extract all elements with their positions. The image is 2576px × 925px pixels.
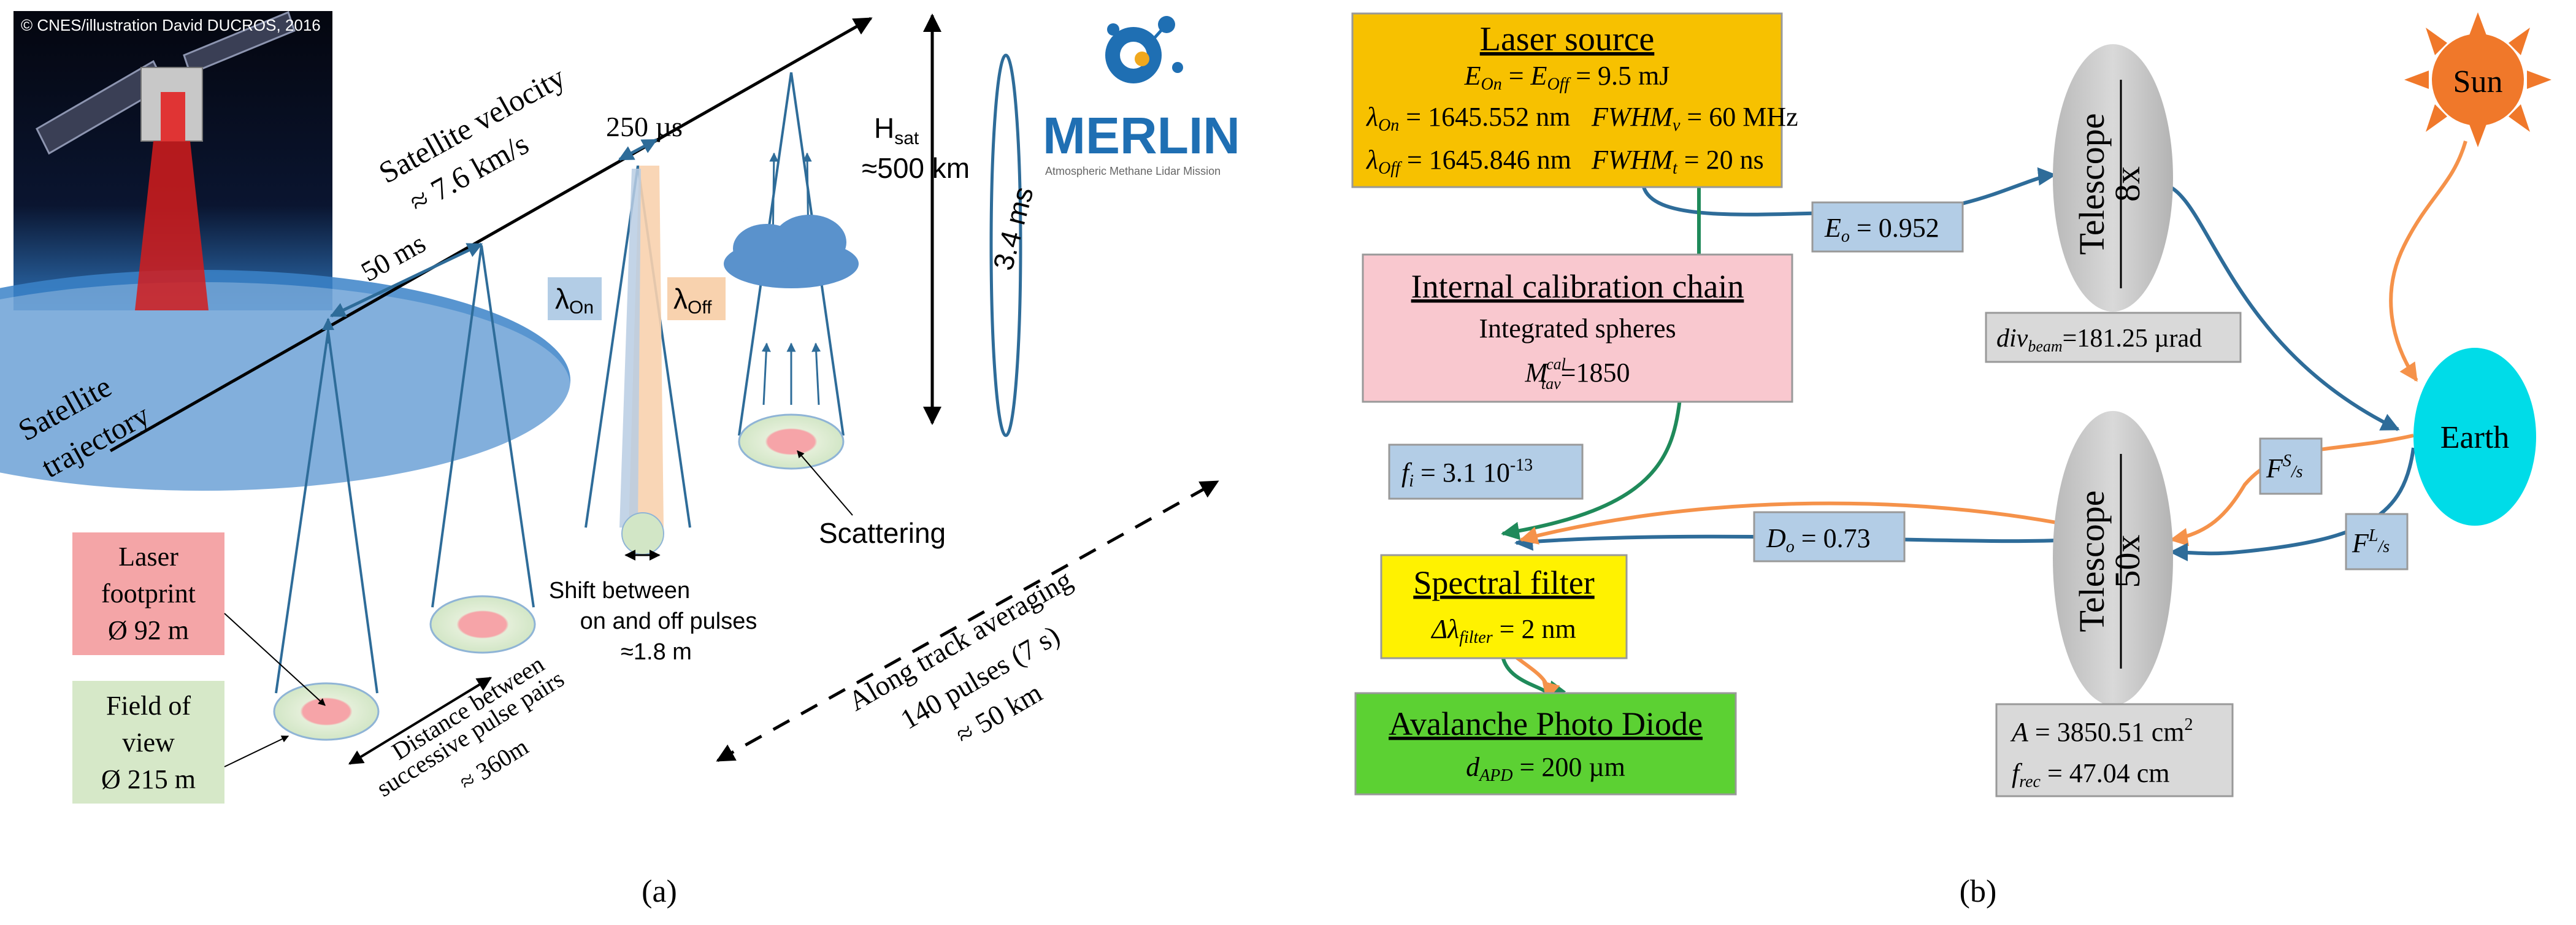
telescope-8x-mag: 8x	[2107, 166, 2147, 202]
laser-source-box	[1351, 12, 1783, 188]
cloud-icon	[724, 215, 859, 288]
filter-value: Δλfilter = 2 nm	[1430, 614, 1576, 647]
div-beam-label: divbeam=181.25 µrad	[1996, 324, 2202, 355]
scattering-label: Scattering	[819, 517, 946, 549]
footprint-line-2: footprint	[101, 578, 196, 608]
cone-4	[724, 72, 859, 470]
shift-line-2: on and off pulses	[580, 608, 757, 634]
panel-a-label: (a)	[642, 874, 677, 909]
interval-250us-arrow	[618, 138, 658, 161]
footprint-line-3: Ø 92 m	[108, 615, 189, 645]
interval-250us: 250 µs	[606, 111, 683, 142]
laser-energy: EOn = EOff = 9.5 mJ	[1464, 61, 1670, 94]
filter-title: Spectral filter	[1413, 564, 1594, 601]
telescope-8x-label: Telescope	[2072, 113, 2112, 255]
lambda-on-box	[548, 277, 602, 320]
fl-label: FL/s	[2352, 526, 2390, 558]
logo-subtitle: Atmospheric Methane Lidar Mission	[1045, 165, 1221, 177]
lambda-off-box	[667, 277, 726, 320]
do-box	[1753, 511, 1906, 562]
sun-label: Sun	[2453, 64, 2503, 99]
on-pulse-beam	[619, 169, 641, 528]
apd-box	[1354, 692, 1737, 796]
hsat-value: ≈500 km	[862, 152, 970, 184]
shift-line-3: ≈1.8 m	[621, 639, 692, 665]
footprint-ellipse-2	[429, 595, 536, 654]
panel-a: © CNES/illustration David DUCROS, 2016 M…	[0, 11, 1240, 909]
logo-text: MERLIN	[1043, 107, 1240, 164]
earth-lidar-return-arrow	[2169, 447, 2415, 562]
delay-label: 3.4 ms	[987, 183, 1040, 274]
delay-loop	[989, 53, 1022, 437]
telescope-50x-label: Telescope	[2072, 490, 2112, 632]
eo-label: Eo = 0.952	[1824, 213, 1939, 246]
telescope-50x	[2053, 411, 2173, 705]
fov-line-2: view	[122, 727, 175, 758]
photo-credit: © CNES/illustration David DUCROS, 2016	[21, 16, 321, 34]
calibration-box	[1362, 253, 1793, 403]
interval-50ms: 50 ms	[356, 227, 431, 288]
cone-3	[585, 165, 691, 561]
distance-arrow	[348, 677, 493, 765]
panel-b-label: (b)	[1960, 874, 1997, 909]
calibration-line: Integrated spheres	[1479, 313, 1676, 344]
do-label: Do = 0.73	[1766, 523, 1871, 556]
div-beam-box	[1985, 312, 2242, 363]
footprint-ellipse-4	[738, 413, 845, 470]
calib-to-filter-arrow	[1501, 392, 1682, 540]
apd-value: dAPD = 200 µm	[1466, 752, 1625, 785]
trajectory-line	[109, 17, 873, 453]
telescope-50x-mag: 50x	[2107, 535, 2147, 588]
fov-line-3: Ø 215 m	[101, 764, 196, 794]
laser-off-wavelength: λOff = 1645.846 nm	[1365, 145, 1571, 178]
hsat-label: Hsat	[874, 112, 919, 148]
lambda-off: λOff	[673, 283, 712, 318]
earth-label: Earth	[2440, 420, 2510, 455]
fov-box	[72, 681, 224, 804]
earth-solar-return-arrow	[2169, 434, 2414, 547]
fs-box	[2259, 437, 2323, 495]
eo-box	[1811, 201, 1964, 253]
fl-box	[2345, 513, 2409, 570]
solar-to-filter-arrow	[1519, 501, 2083, 545]
fs-label: FS/s	[2266, 451, 2303, 483]
cone-2	[429, 245, 536, 654]
spectral-filter-box	[1380, 554, 1628, 659]
fov-line-1: Field of	[106, 691, 191, 721]
panel-b: Laser source EOn = EOff = 9.5 mJ λOn = 1…	[1351, 12, 2551, 909]
footprint-line-1: Laser	[118, 542, 178, 572]
calibration-title: Internal calibration chain	[1411, 268, 1744, 305]
receiver-box	[1995, 703, 2234, 797]
telescope-to-earth-arrow	[2158, 182, 2400, 431]
laser-on-wavelength: λOn = 1645.552 nm	[1365, 102, 1570, 135]
merlin-logo: MERLIN Atmospheric Methane Lidar Mission	[1043, 16, 1240, 177]
area-label: A = 3850.51 cm2	[2010, 715, 2193, 747]
laser-title: Laser source	[1480, 20, 1655, 58]
fi-label: fi = 3.1 10-13	[1401, 456, 1533, 491]
telescope-8x	[2053, 44, 2173, 312]
earth-icon	[2413, 348, 2536, 526]
lambda-on: λOn	[555, 283, 594, 318]
satellite-photo: © CNES/illustration David DUCROS, 2016	[0, 11, 570, 491]
footprint-box	[72, 532, 224, 655]
laser-fwhm-t: FWHMt = 20 ns	[1591, 145, 1764, 178]
apd-title: Avalanche Photo Diode	[1389, 705, 1703, 742]
sun-to-earth-arrow	[2389, 140, 2467, 382]
footprint-ellipse-1	[273, 682, 380, 741]
shift-line-1: Shift between	[549, 578, 690, 604]
interval-50ms-arrow	[329, 242, 483, 318]
sun-icon: Sun	[2404, 12, 2551, 147]
laser-fwhm-v: FWHMv = 60 MHz	[1591, 102, 1798, 135]
fi-box	[1388, 443, 1584, 500]
